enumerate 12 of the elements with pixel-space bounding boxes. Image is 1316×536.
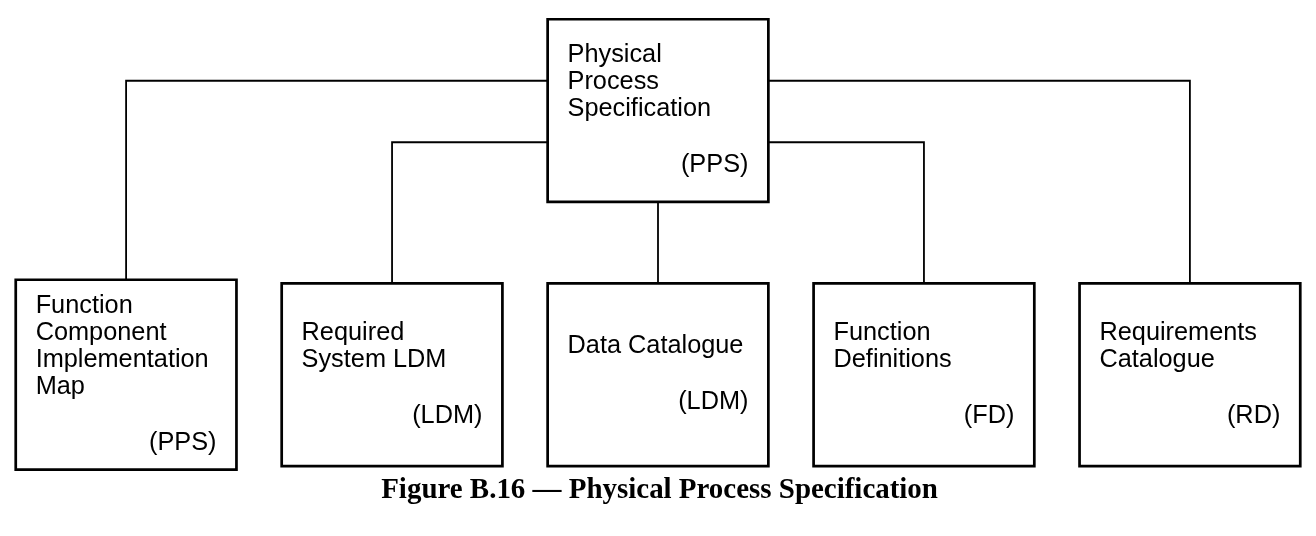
node-box: Data Catalogue (LDM) (546, 282, 770, 468)
connector (391, 141, 549, 284)
node-box: Requirements Catalogue (RD) (1078, 282, 1302, 468)
connector (767, 141, 925, 284)
connector (125, 79, 549, 281)
node-box: Required System LDM (LDM) (280, 282, 504, 468)
node-box: Physical Process Specification (PPS) (546, 17, 770, 204)
caption: Figure B.16 — Physical Process Specification (381, 472, 938, 505)
connector (657, 201, 659, 285)
node-box: Function Component Implementation Map (PPS) (14, 278, 238, 472)
node-box: Function Definitions (FD) (812, 282, 1036, 468)
connector (767, 79, 1191, 285)
